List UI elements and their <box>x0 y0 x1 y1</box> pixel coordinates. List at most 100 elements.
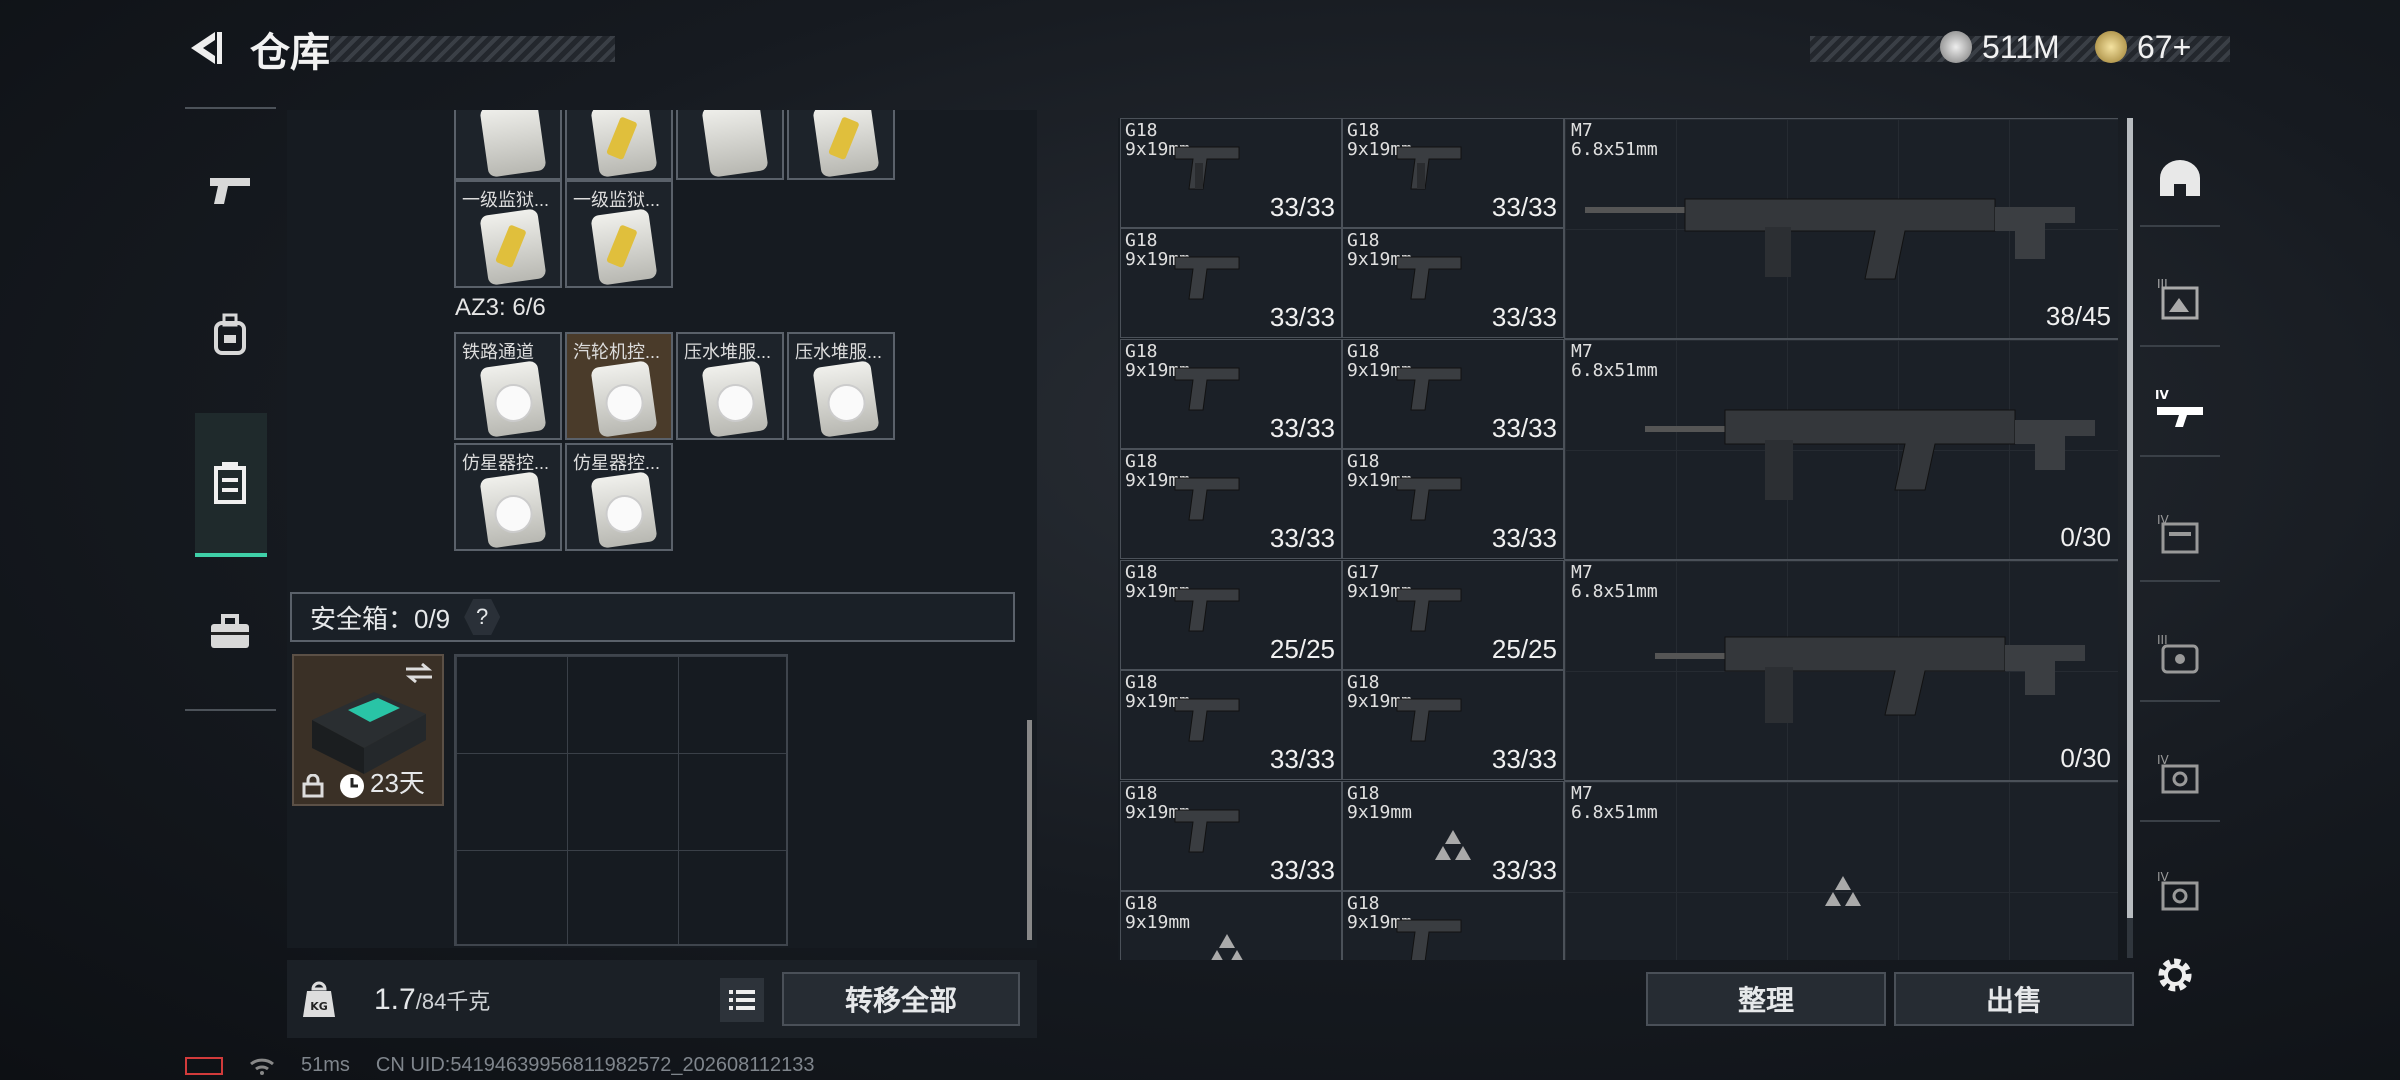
list-view-button[interactable] <box>720 978 764 1022</box>
category-tier3-armor[interactable]: III <box>2140 250 2220 347</box>
ammo-count: 33/33 <box>1269 744 1335 774</box>
inventory-slot[interactable] <box>565 110 673 180</box>
nav-backpack[interactable] <box>190 275 270 395</box>
weight-icon: KG <box>295 975 343 1023</box>
item-name: 仿星器控... <box>573 453 661 473</box>
pistol-icon <box>1396 256 1462 300</box>
keycard-icon <box>812 360 880 438</box>
item-name: G18 9x19mm <box>1125 672 1191 712</box>
keycard-icon <box>590 110 658 178</box>
weapon-slot[interactable]: G18 9x19mm 33/33 <box>1120 670 1342 780</box>
ping-value: 51ms <box>301 1054 350 1076</box>
stash-scroll-thumb[interactable] <box>2127 118 2133 918</box>
ammo-count: 33/33 <box>1269 855 1335 885</box>
item-name: G18 9x19mm <box>1347 451 1413 491</box>
sort-button[interactable]: 整理 <box>1646 972 1886 1026</box>
item-name: G18 9x19mm <box>1125 893 1191 933</box>
helmet-icon <box>2160 159 2200 196</box>
weight-readout: 1.7/84千克 <box>374 983 490 1017</box>
currency-tokens[interactable]: 67+ <box>2095 24 2191 70</box>
pistol-icon <box>1396 698 1462 742</box>
weapon-slot-large[interactable]: M7 6.8x51mm 0/30 <box>1564 339 2118 560</box>
safe-timer: 23天 <box>370 768 425 798</box>
keycard-icon <box>590 360 658 438</box>
item-name: 仿星器控... <box>462 453 550 473</box>
nav-toolbox[interactable] <box>190 572 270 692</box>
transfer-all-button[interactable]: 转移全部 <box>782 972 1020 1026</box>
clock-icon <box>340 774 364 798</box>
settings-button[interactable] <box>2150 950 2200 1000</box>
inventory-slot[interactable]: 仿星器控... <box>565 443 673 551</box>
back-button[interactable] <box>180 26 230 70</box>
category-tier4-item[interactable]: IV <box>2140 725 2220 822</box>
safe-box-grid[interactable] <box>454 654 788 946</box>
list-icon <box>729 990 755 1010</box>
weapon-slot-large[interactable]: M7 6.8x51mm 38/45 <box>1564 118 2118 339</box>
category-tier4-weapon[interactable]: IV <box>2140 360 2220 457</box>
rifle-icon <box>1585 198 2075 280</box>
weapon-slot-large[interactable]: M7 6.8x51mm <box>1564 781 2118 960</box>
pistol-icon <box>1174 146 1240 190</box>
sell-button[interactable]: 出售 <box>1894 972 2134 1026</box>
inventory-slot[interactable] <box>787 110 895 180</box>
inventory-slot[interactable] <box>454 110 562 180</box>
inventory-slot[interactable]: 仿星器控... <box>454 443 562 551</box>
category-tier4-chest[interactable]: IV <box>2140 485 2220 582</box>
ammo-count: 0/30 <box>2060 522 2111 552</box>
title-decoration <box>330 36 615 62</box>
safe-box-header: 安全箱：0/9 ? <box>290 592 1015 642</box>
inventory-slot[interactable]: 一级监狱... <box>454 180 562 288</box>
ammo-count: 33/33 <box>1491 413 1557 443</box>
category-helmet[interactable] <box>2140 130 2220 227</box>
item-name: 压水堆服... <box>684 342 772 362</box>
nav-storage[interactable] <box>190 423 270 543</box>
svg-text:III: III <box>2157 277 2168 291</box>
inventory-slot[interactable]: 铁路通道 <box>454 332 562 440</box>
inventory-slot[interactable]: 压水堆服... <box>787 332 895 440</box>
currency-coins: 511M <box>1940 24 2060 70</box>
weapon-slot-large[interactable]: M7 6.8x51mm 0/30 <box>1564 560 2118 781</box>
help-button[interactable]: ? <box>464 599 501 635</box>
ammo-count: 33/33 <box>1491 744 1557 774</box>
ammo-count: 38/45 <box>2045 301 2111 331</box>
pistol-icon <box>1396 588 1462 632</box>
nav-weapons[interactable] <box>190 130 270 250</box>
armor-tier3-icon: III <box>2157 277 2199 319</box>
warehouse-scrollbar[interactable] <box>1027 720 1032 940</box>
item-name: G18 9x19mm <box>1125 562 1191 602</box>
inventory-slot[interactable]: 汽轮机控... <box>565 332 673 440</box>
pistol-icon <box>1174 367 1240 411</box>
pistol-icon <box>1396 477 1462 521</box>
keycard-icon <box>590 471 658 549</box>
az3-section-label: AZ3: 6/6 <box>455 294 546 321</box>
category-tier3-backpack[interactable]: III <box>2140 605 2220 702</box>
item-name: M7 6.8x51mm <box>1571 562 1658 602</box>
keycard-icon <box>479 471 547 549</box>
keycard-icon <box>701 360 769 438</box>
backpack-icon <box>214 313 246 355</box>
back-arrow-icon <box>191 32 222 64</box>
safe-box-item[interactable]: 23天 <box>292 654 444 806</box>
item-name: M7 6.8x51mm <box>1571 341 1658 381</box>
weapon-slot[interactable]: G18 9x19mm <box>1120 891 1342 960</box>
safe-box-image <box>312 692 426 774</box>
inventory-slot[interactable] <box>676 110 784 180</box>
weapon-slot[interactable]: G18 9x19mm <box>1342 891 1564 960</box>
briefcase-icon <box>211 614 249 648</box>
inventory-slot[interactable]: 一级监狱... <box>565 180 673 288</box>
category-tier4-misc[interactable]: IV <box>2140 845 2220 935</box>
inventory-slot[interactable]: 压水堆服... <box>676 332 784 440</box>
